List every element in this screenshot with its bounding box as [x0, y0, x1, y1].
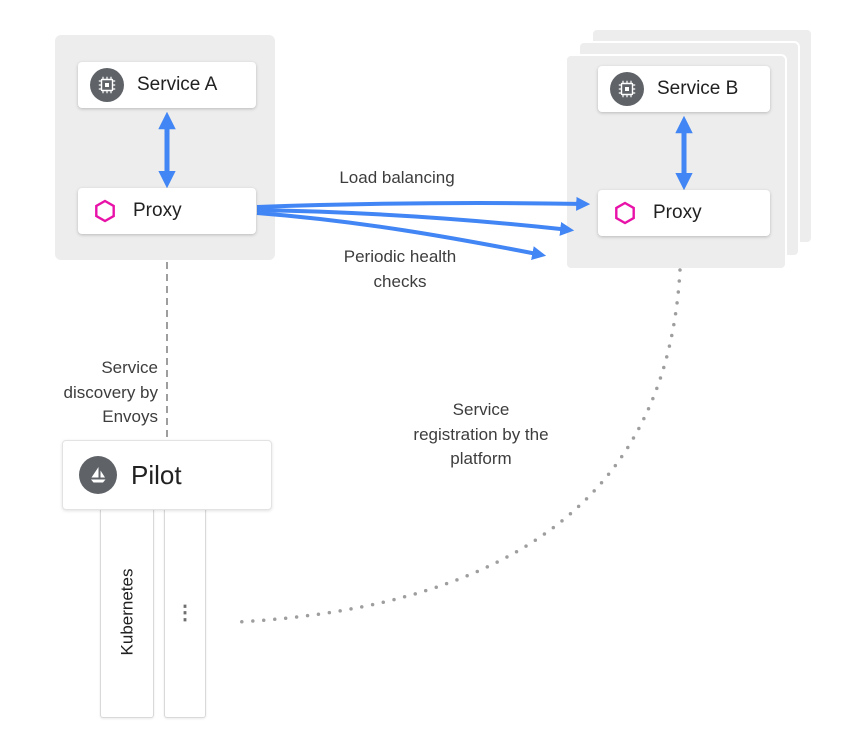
proxy-b-label: Proxy — [653, 202, 702, 223]
chip-icon — [90, 68, 124, 102]
label-service-registration: Service registration by the platform — [413, 400, 549, 469]
pilot-label: Pilot — [131, 459, 182, 490]
service-b-label: Service B — [657, 78, 739, 99]
hexagon-icon — [610, 201, 640, 225]
service-a-label: Service A — [137, 74, 218, 95]
label-service-discovery: Service discovery by Envoys — [63, 358, 158, 427]
load-balancing-arrow-3 — [256, 211, 547, 260]
proxy-b-node: Proxy — [598, 190, 770, 236]
proxy-a-node: Proxy — [78, 188, 256, 234]
chip-icon — [610, 72, 644, 106]
pilot-node: Pilot — [62, 440, 272, 510]
other-platforms-column: ⋮ — [164, 506, 206, 718]
load-balancing-arrow-2 — [256, 208, 575, 236]
sailboat-icon — [79, 456, 117, 494]
proxy-a-label: Proxy — [133, 200, 182, 221]
more-platforms-ellipsis: ⋮ — [175, 601, 195, 624]
label-periodic-health-checks: Periodic health checks — [343, 247, 457, 291]
service-registration-curve — [236, 268, 682, 624]
hexagon-icon — [90, 199, 120, 223]
kubernetes-column: Kubernetes — [100, 506, 154, 718]
service-a-node: Service A — [78, 62, 256, 108]
label-load-balancing: Load balancing — [339, 168, 455, 187]
service-b-node: Service B — [598, 66, 770, 112]
load-balancing-arrow-1 — [256, 196, 591, 211]
